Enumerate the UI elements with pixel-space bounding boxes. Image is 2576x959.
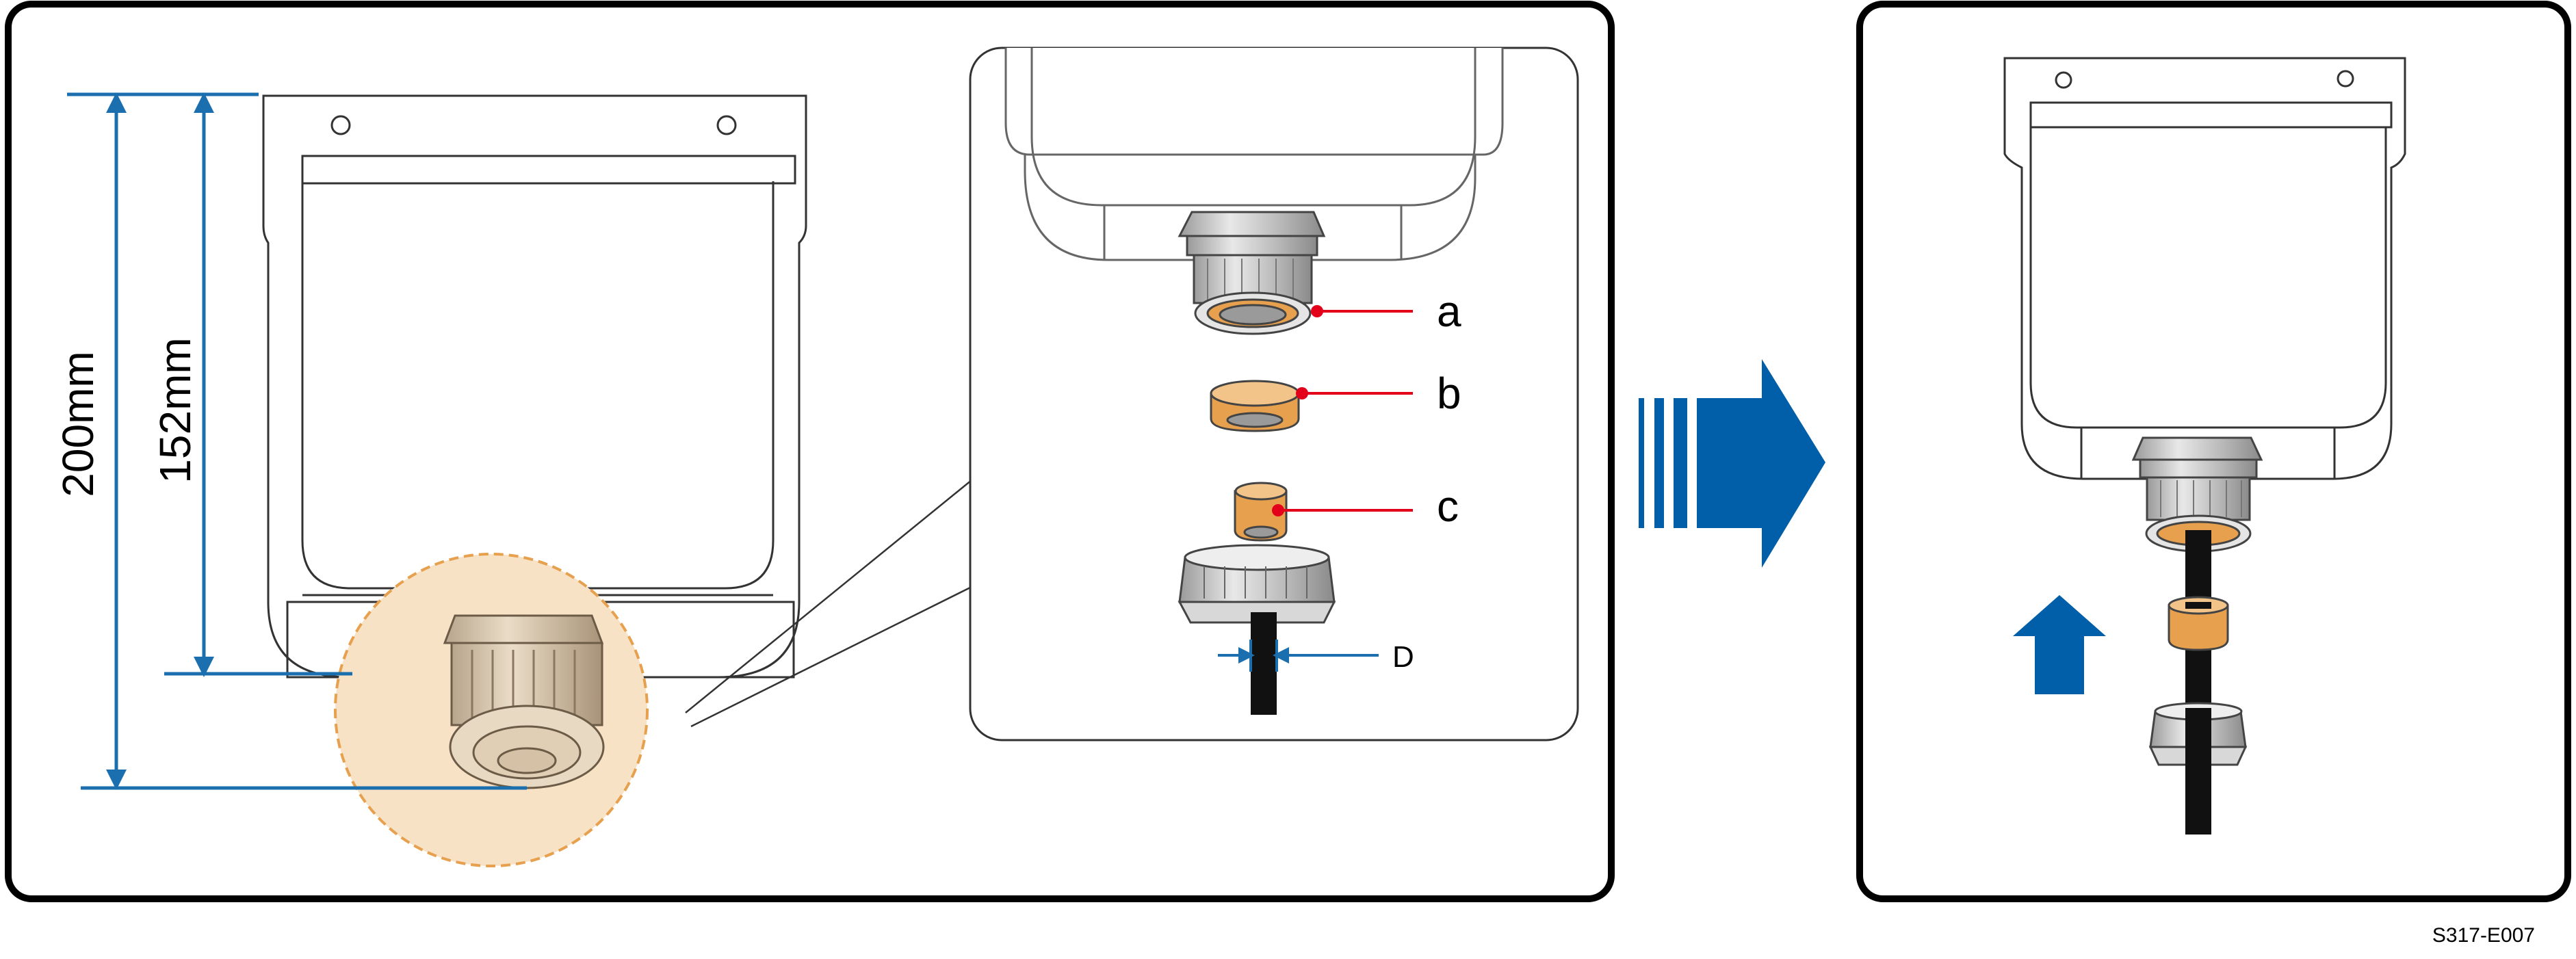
diameter-dimension — [1218, 640, 1379, 672]
zoom-line-lower — [690, 586, 972, 728]
dimension-152mm-label: 152mm — [151, 337, 200, 483]
callout-a-label: a — [1437, 287, 1461, 336]
diameter-label: D — [1392, 640, 1414, 674]
seal-on-cable — [2168, 596, 2229, 651]
next-step-arrow — [1639, 359, 1825, 568]
cable-detail — [1251, 612, 1277, 715]
right-panel — [1856, 1, 2571, 902]
enclosure-left — [262, 94, 807, 679]
gland-body-detail — [1178, 211, 1326, 335]
left-panel: 200mm 152mm — [5, 1, 1615, 902]
nut-on-cable — [2148, 702, 2248, 766]
dimension-200mm-label: 200mm — [53, 351, 103, 497]
detail-inset: D a b c — [969, 47, 1579, 741]
left-panel-frame — [5, 1, 1615, 902]
seal-b — [1210, 380, 1300, 432]
cable-gland-installed — [443, 614, 605, 789]
seal-c — [1234, 482, 1288, 542]
callout-b-label: b — [1437, 369, 1461, 418]
dimension-lines — [67, 92, 527, 790]
enclosure-right — [2003, 57, 2406, 480]
figure-id: S317-E007 — [2432, 924, 2535, 947]
gland-body-right — [2131, 436, 2263, 553]
callouts: a b c — [1272, 287, 1461, 531]
swivel-nut — [1178, 544, 1336, 624]
cable-right — [2185, 530, 2211, 835]
push-up-arrow — [2013, 595, 2106, 694]
enclosure-detail — [1004, 48, 1504, 261]
zoom-line-upper — [685, 480, 972, 713]
callout-c-label: c — [1437, 482, 1459, 531]
right-panel-frame — [1856, 1, 2571, 902]
